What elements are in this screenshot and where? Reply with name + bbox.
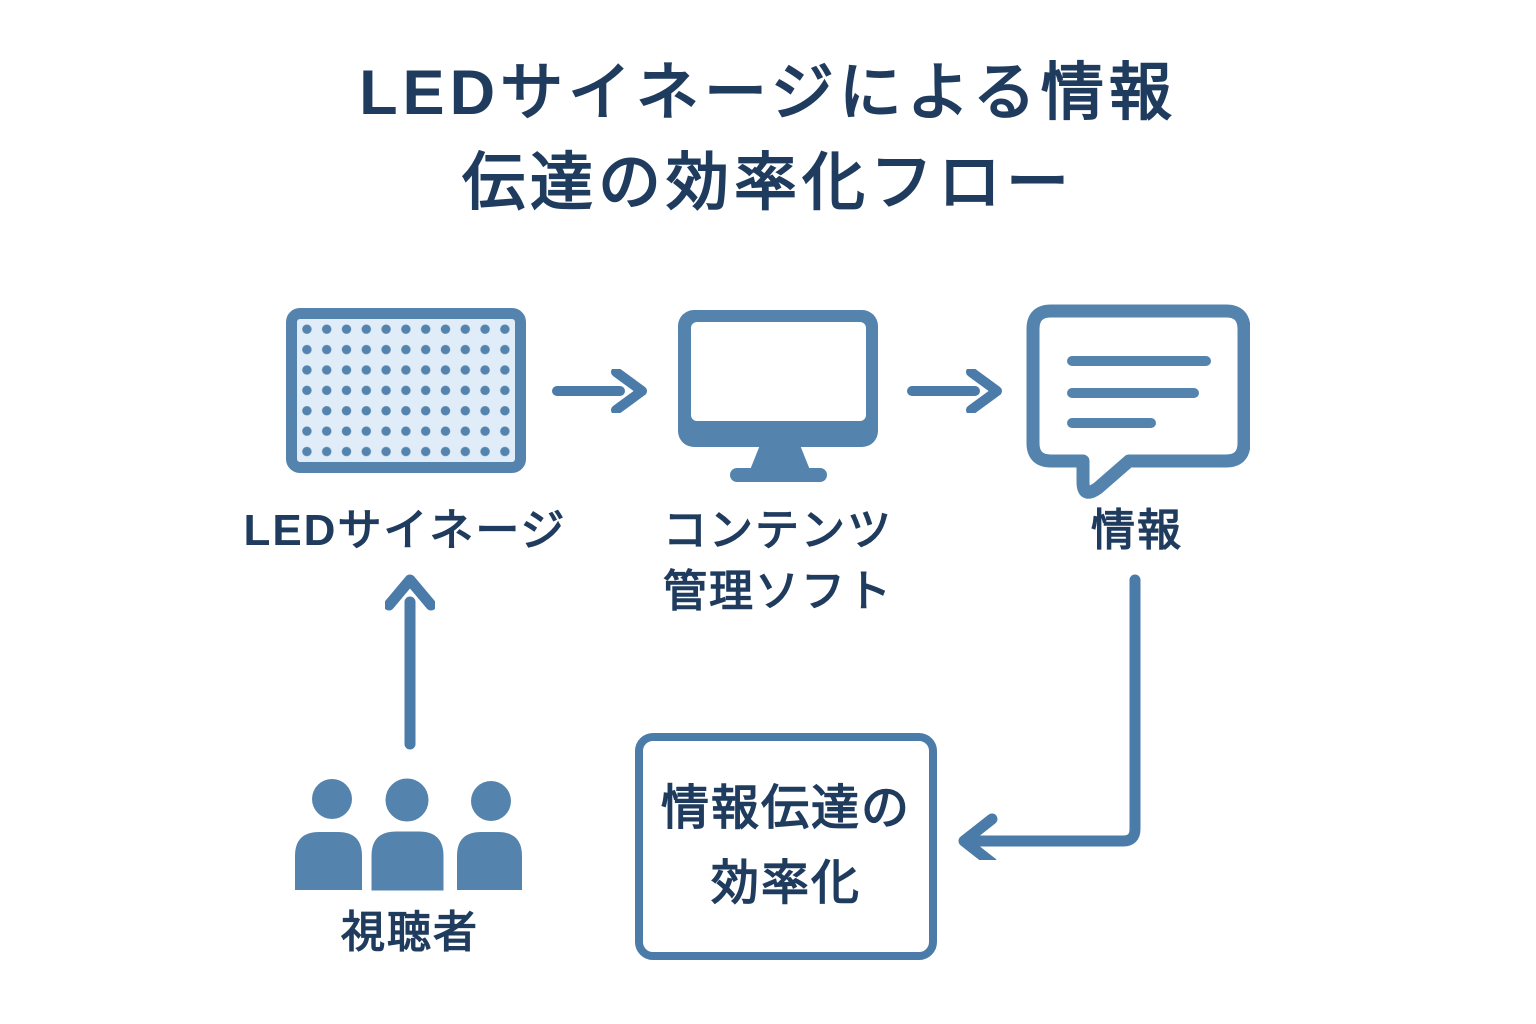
cms-label-line2: 管理ソフト — [663, 566, 893, 616]
info-label: 情報 — [1091, 506, 1183, 555]
arrow-elbow-info-to-outcome-icon — [958, 574, 1141, 860]
page-title-line1: LEDサイネージによる情報 — [359, 58, 1177, 128]
page-title: LEDサイネージによる情報 伝達の効率化フロー — [0, 48, 1536, 228]
monitor-icon — [678, 310, 878, 482]
people-icon — [295, 775, 522, 894]
arrow-right-led-to-cms-icon — [552, 369, 647, 413]
led-panel-icon — [286, 308, 526, 473]
cms-label-line1: コンテンツ — [663, 506, 893, 555]
outcome-label-line2: 効率化 — [710, 856, 861, 910]
arrow-up-viewers-to-led-icon — [385, 574, 435, 750]
speech-bubble-icon — [1026, 304, 1250, 499]
viewers-label: 視聴者 — [341, 908, 479, 957]
cms-label: コンテンツ 管理ソフト — [653, 501, 903, 622]
page-title-line2: 伝達の効率化フロー — [462, 148, 1074, 219]
arrow-right-cms-to-info-icon — [907, 369, 1002, 413]
outcome-box: 情報伝達の 効率化 — [635, 733, 937, 960]
led-signage-label: LEDサイネージ — [243, 506, 567, 555]
outcome-label-line1: 情報伝達の — [660, 782, 911, 836]
